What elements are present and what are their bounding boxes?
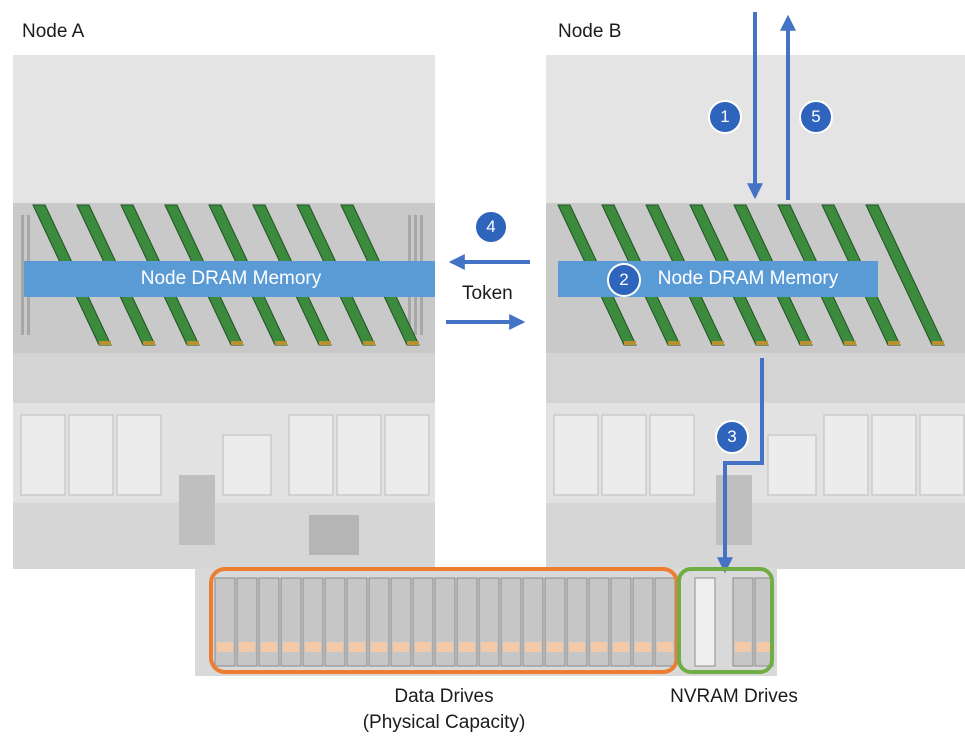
step-1-badge: 1 [708, 100, 742, 134]
data-drives-sublabel: (Physical Capacity) [362, 712, 526, 733]
node-a-dram-memory: Node DRAM Memory [24, 261, 435, 297]
node-a-server-image: Node DRAM Memory [13, 55, 435, 569]
node-b-server-illustration [546, 55, 965, 569]
step-5-badge: 5 [799, 100, 833, 134]
node-b-server-image: Node DRAM Memory [546, 55, 965, 569]
step-4-badge: 4 [474, 210, 508, 244]
data-drives-label: Data Drives [394, 686, 494, 707]
data-drives-caption: Data Drives (Physical Capacity) [330, 684, 558, 736]
step-3-badge: 3 [715, 420, 749, 454]
node-a-server-illustration [13, 55, 435, 569]
node-b-dram-memory: Node DRAM Memory [558, 261, 878, 297]
nvram-drives-caption: NVRAM Drives [670, 686, 798, 707]
node-a-title: Node A [22, 21, 85, 42]
node-b-dram-label: Node DRAM Memory [657, 268, 839, 289]
drive-enclosure [195, 568, 777, 676]
drive-bays-illustration [195, 568, 777, 676]
token-label: Token [462, 283, 513, 304]
node-b-title: Node B [558, 21, 622, 42]
step-2-badge: 2 [607, 263, 641, 297]
